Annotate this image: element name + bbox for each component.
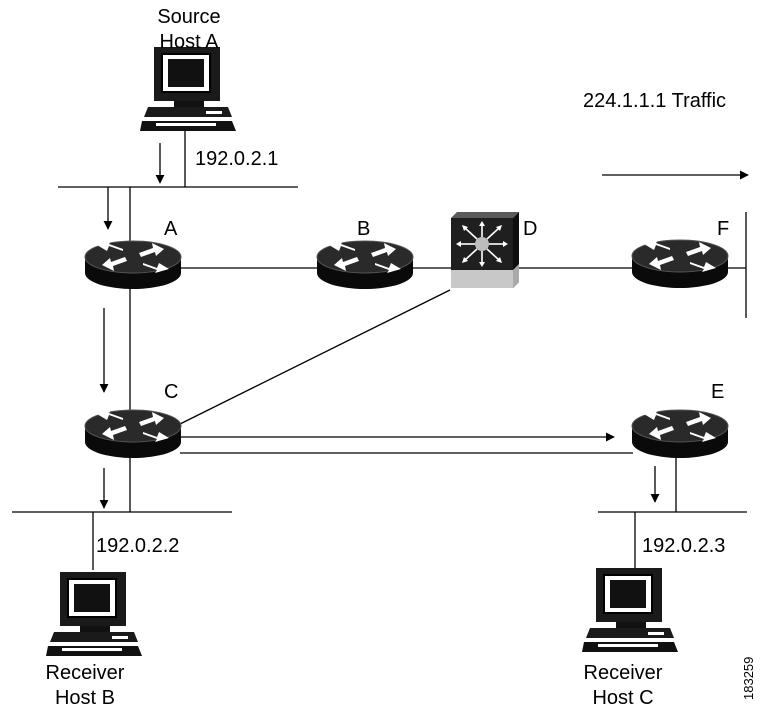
receiver-b-label-line2: Host B (55, 687, 115, 709)
receiver-b-ip: 192.0.2.2 (96, 535, 179, 557)
link-c-d (179, 289, 451, 425)
receiver-c-label-line2: Host C (592, 687, 653, 709)
workstation-icon (581, 567, 679, 653)
router-c-label: C (164, 381, 178, 403)
receiver-c-label-line1: Receiver (584, 662, 663, 684)
router-icon (84, 240, 182, 290)
source-host-label-line1: Source (157, 6, 220, 28)
router-icon (84, 409, 182, 459)
receiver-b-label-line1: Receiver (46, 662, 125, 684)
router-icon (316, 240, 414, 290)
traffic-label: 224.1.1.1 Traffic (583, 90, 726, 112)
receiver-c-ip: 192.0.2.3 (642, 535, 725, 557)
router-icon (631, 409, 729, 459)
router-b-label: B (357, 218, 370, 240)
source-host-label-line2: Host A (160, 31, 220, 53)
router-a-label: A (164, 218, 178, 240)
multilayer-switch-icon (450, 211, 520, 289)
workstation-icon (45, 571, 143, 657)
router-e-label: E (711, 381, 724, 403)
traffic-arrows (99, 143, 749, 509)
figure-id: 183259 (741, 657, 756, 700)
switch-d-label: D (523, 218, 537, 240)
network-links (12, 130, 747, 570)
source-host-ip: 192.0.2.1 (195, 148, 278, 170)
router-icon (631, 239, 729, 289)
router-f-label: F (717, 218, 729, 240)
workstation-icon (139, 46, 237, 132)
